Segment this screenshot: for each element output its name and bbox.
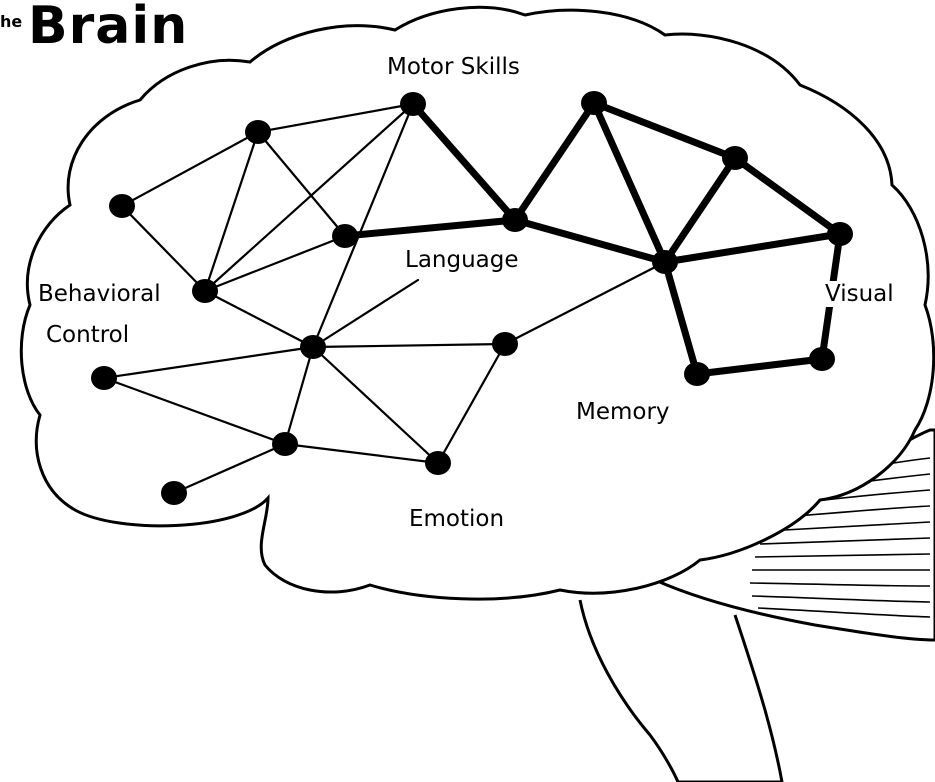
label-memory: Memory [574, 399, 672, 425]
node [300, 335, 326, 359]
node [425, 451, 451, 475]
node [192, 279, 218, 303]
label-visual: Visual [823, 281, 896, 307]
brain-stem-outline [580, 600, 782, 782]
label-emotion: Emotion [407, 506, 506, 532]
node [722, 146, 748, 170]
node [91, 366, 117, 390]
page-title: Brain [28, 0, 188, 56]
node [332, 224, 358, 248]
node [502, 208, 528, 232]
label-language: Language [403, 247, 521, 273]
node [652, 250, 678, 274]
title-prefix: he [0, 12, 22, 31]
label-behavioral: Behavioral [36, 281, 163, 307]
node [581, 91, 607, 115]
node [245, 120, 271, 144]
node [684, 362, 710, 386]
node [809, 347, 835, 371]
node [109, 194, 135, 218]
node [400, 92, 426, 116]
node [161, 481, 187, 505]
label-motor-skills: Motor Skills [385, 54, 522, 80]
label-control: Control [44, 322, 131, 348]
node [272, 432, 298, 456]
node [492, 332, 518, 356]
node [827, 222, 853, 246]
